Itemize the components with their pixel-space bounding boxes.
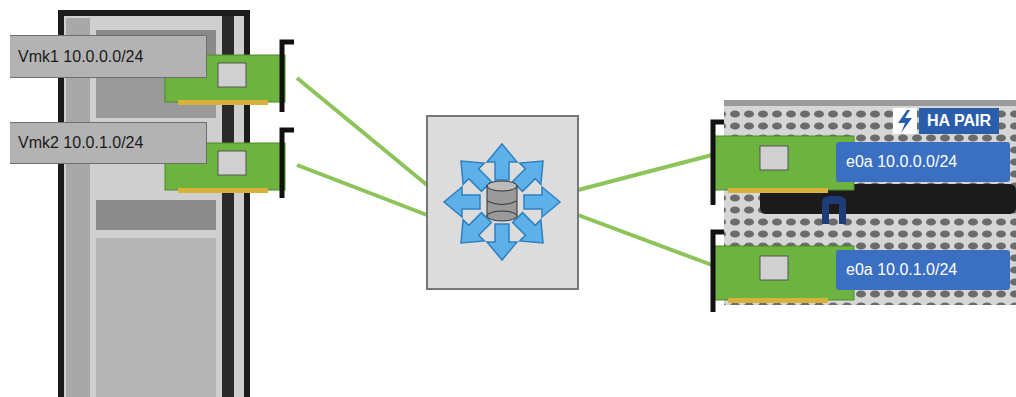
storage-node: HA PAIR e0a 10.0.0.0/24 e0a 10.0.1.0/24 (724, 100, 1016, 305)
label-text: e0a 10.0.1.0/24 (846, 261, 957, 279)
nic-card (713, 122, 854, 205)
network-switch (427, 116, 578, 289)
storage-chassis (724, 100, 1016, 305)
network-cable (297, 78, 712, 265)
nic-card (713, 232, 854, 312)
interface-label: Vmk2 10.0.1.0/24 (10, 122, 207, 164)
label-text: Vmk1 10.0.0.0/24 (18, 48, 143, 66)
label-text: e0a 10.0.0.0/24 (846, 153, 957, 171)
interface-label: Vmk1 10.0.0.0/24 (10, 35, 207, 78)
pair-label: HA PAIR (919, 108, 999, 134)
port-label: e0a 10.0.1.0/24 (836, 250, 1010, 290)
label-text: Vmk2 10.0.1.0/24 (18, 134, 143, 152)
brand-logo (822, 196, 846, 224)
port-label: e0a 10.0.0.0/24 (836, 142, 1010, 182)
